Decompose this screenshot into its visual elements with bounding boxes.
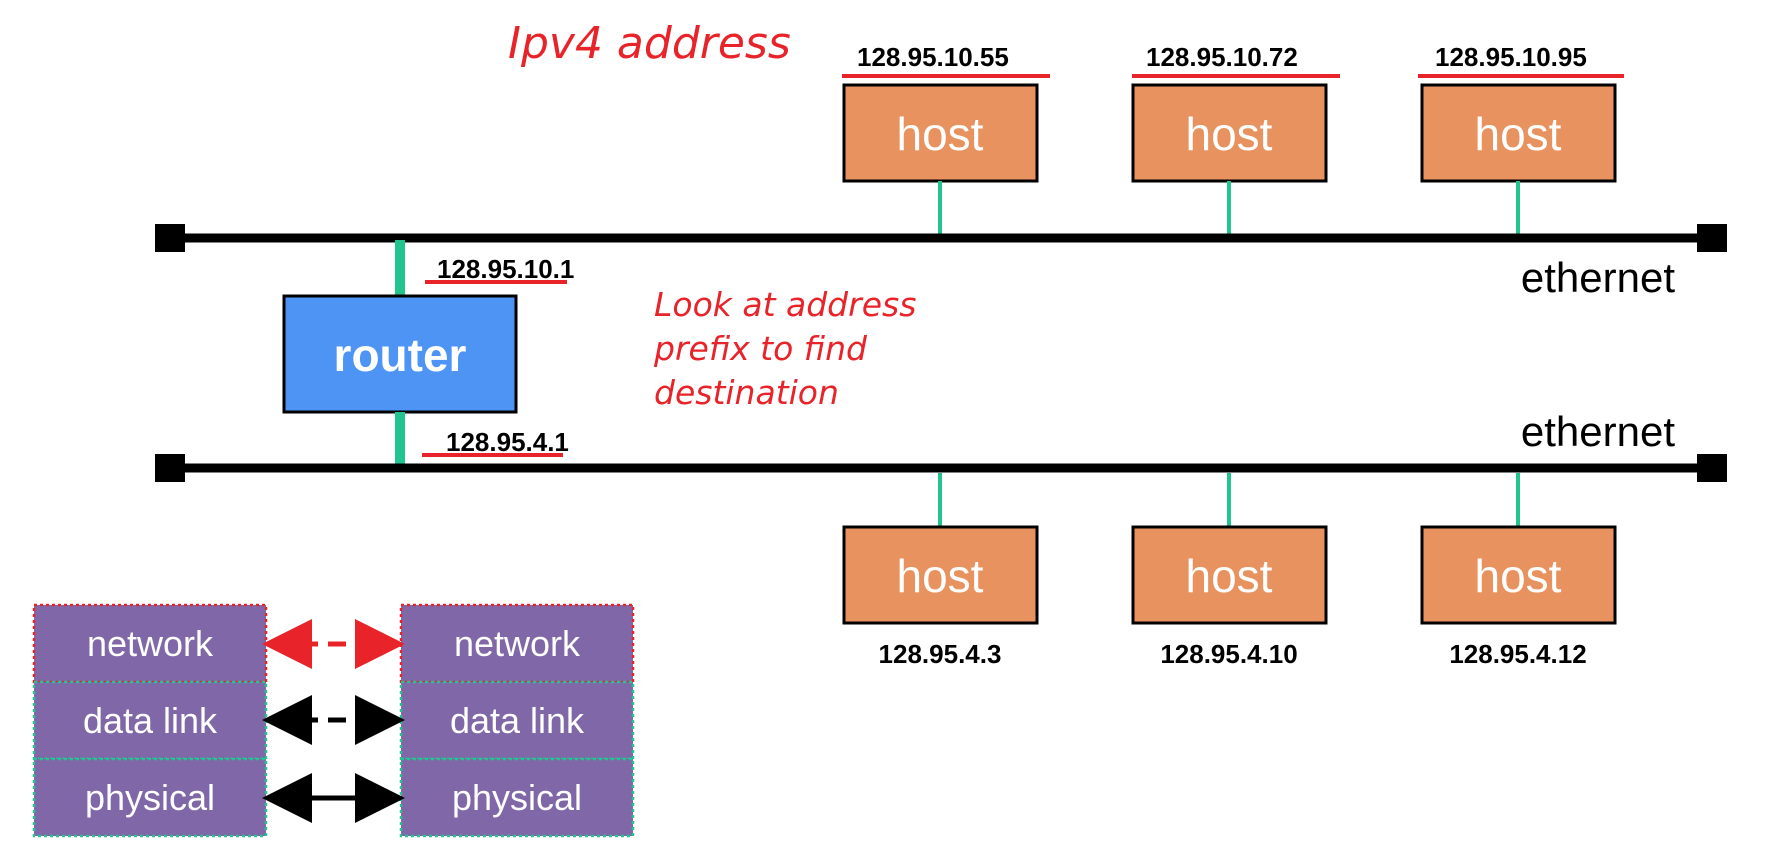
svg-text:data link: data link	[83, 700, 218, 741]
bottom-host-address-1: 128.95.4.3	[879, 639, 1002, 669]
svg-text:network: network	[454, 623, 581, 664]
router-bottom-interface-address: 128.95.4.1	[422, 427, 569, 457]
right-layer-stack: network data link physical	[399, 603, 635, 838]
svg-text:data link: data link	[450, 700, 585, 741]
svg-text:network: network	[87, 623, 214, 664]
bottom-ethernet-label: ethernet	[1521, 408, 1675, 455]
ipv4-address-annotation: Ipv4 address	[508, 18, 791, 69]
svg-text:host: host	[897, 550, 984, 602]
router-top-interface-address: 128.95.10.1	[425, 254, 574, 284]
bottom-host-address-3: 128.95.4.12	[1449, 639, 1586, 669]
router[interactable]: router	[282, 294, 518, 414]
svg-text:128.95.10.55: 128.95.10.55	[857, 42, 1009, 72]
svg-text:Look at address: Look at address	[654, 285, 916, 324]
bottom-host-1[interactable]: host	[842, 525, 1039, 625]
svg-text:128.95.10.95: 128.95.10.95	[1435, 42, 1587, 72]
bottom-host-address-2: 128.95.4.10	[1160, 639, 1297, 669]
left-layer-network: network	[32, 603, 268, 684]
top-host-address-3: 128.95.10.95	[1418, 42, 1624, 78]
bottom-ethernet-bus	[155, 454, 1727, 482]
svg-text:128.95.10.72: 128.95.10.72	[1146, 42, 1298, 72]
top-ethernet-label: ethernet	[1521, 254, 1675, 301]
svg-text:destination: destination	[654, 373, 839, 412]
right-layer-network: network	[399, 603, 635, 684]
top-host-3[interactable]: host	[1420, 83, 1617, 183]
bottom-host-3[interactable]: host	[1420, 525, 1617, 625]
svg-text:physical: physical	[452, 777, 582, 818]
top-ethernet-bus	[155, 224, 1727, 252]
top-host-address-1: 128.95.10.55	[842, 42, 1050, 78]
right-layer-physical: physical	[399, 757, 635, 838]
svg-text:prefix to find: prefix to find	[653, 329, 868, 368]
top-host-address-2: 128.95.10.72	[1132, 42, 1340, 78]
svg-text:host: host	[1475, 550, 1562, 602]
left-layer-stack: network data link physical	[32, 603, 268, 838]
top-host-links	[938, 181, 1520, 234]
prefix-note: Look at address prefix to find destinati…	[653, 285, 916, 412]
bottom-host-2[interactable]: host	[1131, 525, 1328, 625]
svg-text:128.95.4.1: 128.95.4.1	[446, 427, 569, 457]
left-layer-data-link: data link	[32, 680, 268, 761]
svg-text:128.95.10.1: 128.95.10.1	[437, 254, 574, 284]
top-host-2[interactable]: host	[1131, 83, 1328, 183]
bottom-host-links	[938, 473, 1520, 527]
svg-text:host: host	[1475, 108, 1562, 160]
svg-text:host: host	[1186, 550, 1273, 602]
left-layer-physical: physical	[32, 757, 268, 838]
right-layer-data-link: data link	[399, 680, 635, 761]
top-host-1[interactable]: host	[842, 83, 1039, 183]
svg-text:host: host	[897, 108, 984, 160]
svg-text:router: router	[334, 329, 467, 381]
svg-text:physical: physical	[85, 777, 215, 818]
svg-text:host: host	[1186, 108, 1273, 160]
